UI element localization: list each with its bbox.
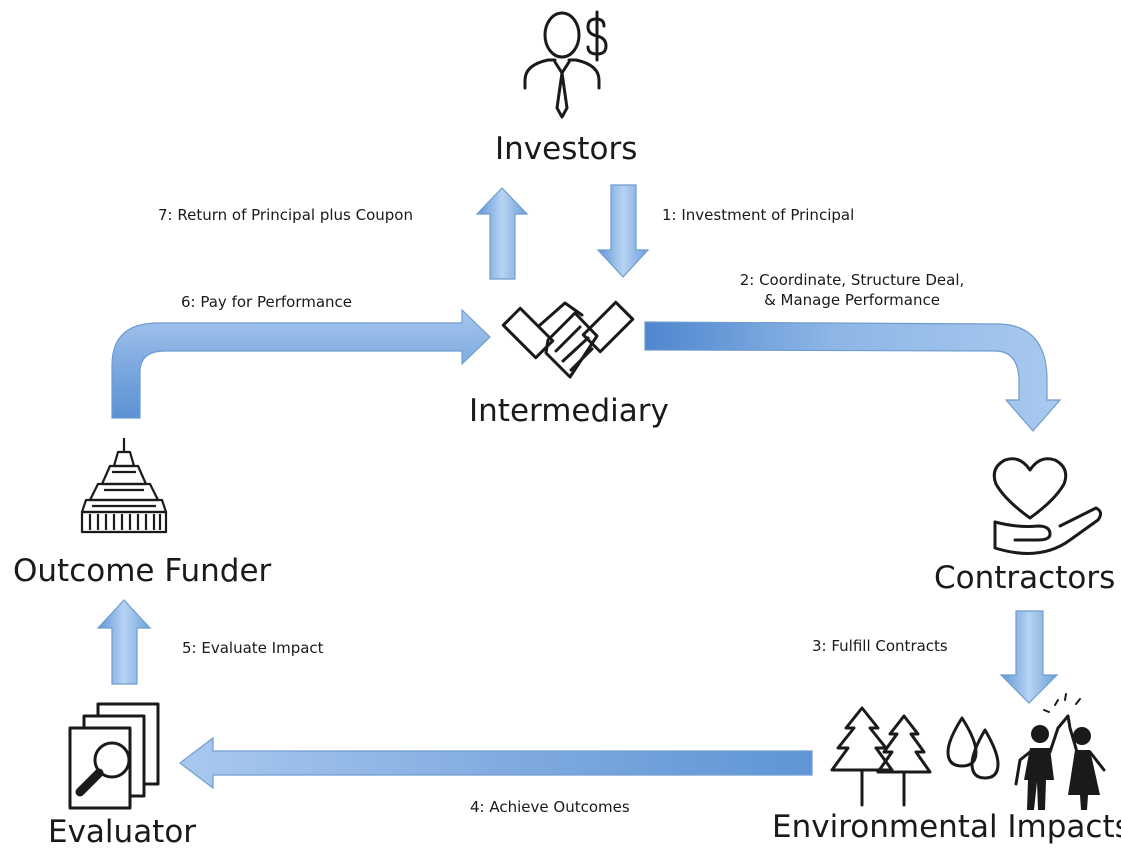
step-2-label: 2: Coordinate, Structure Deal, & Manage … xyxy=(712,270,992,311)
evaluator-label: Evaluator xyxy=(48,814,197,850)
step-5-label: 5: Evaluate Impact xyxy=(182,639,324,657)
step-3-label: 3: Fulfill Contracts xyxy=(812,637,948,655)
trees-water-people-icon xyxy=(830,693,1106,810)
step-4-label: 4: Achieve Outcomes xyxy=(470,798,630,816)
step-7-label: 7: Return of Principal plus Coupon xyxy=(158,206,413,224)
handshake-icon xyxy=(501,300,635,379)
contractors-label: Contractors xyxy=(934,560,1116,596)
arrow-return-principal xyxy=(475,187,529,280)
arrow-investment xyxy=(596,184,650,278)
arrow-achieve-outcomes xyxy=(179,736,813,790)
step-6-label: 6: Pay for Performance xyxy=(181,293,353,311)
outcome-funder-label: Outcome Funder xyxy=(13,553,272,589)
step-1-label: 1: Investment of Principal xyxy=(662,206,855,224)
investors-label: Investors xyxy=(495,131,638,167)
intermediary-label: Intermediary xyxy=(469,393,669,429)
arrow-coordinate xyxy=(644,321,1062,432)
environmental-impacts-label: Environmental Impacts xyxy=(772,809,1121,845)
step-2-line-2: & Manage Performance xyxy=(764,291,940,310)
magnifier-documents-icon xyxy=(68,702,160,810)
step-2-line-1: 2: Coordinate, Structure Deal, xyxy=(739,271,965,289)
arrow-pay-performance xyxy=(111,308,491,419)
heart-in-hand-icon xyxy=(992,457,1103,555)
government-building-icon xyxy=(80,438,168,534)
arrow-evaluate xyxy=(96,599,152,685)
arrow-fulfill xyxy=(999,610,1059,704)
businessman-dollar-icon xyxy=(523,10,608,119)
